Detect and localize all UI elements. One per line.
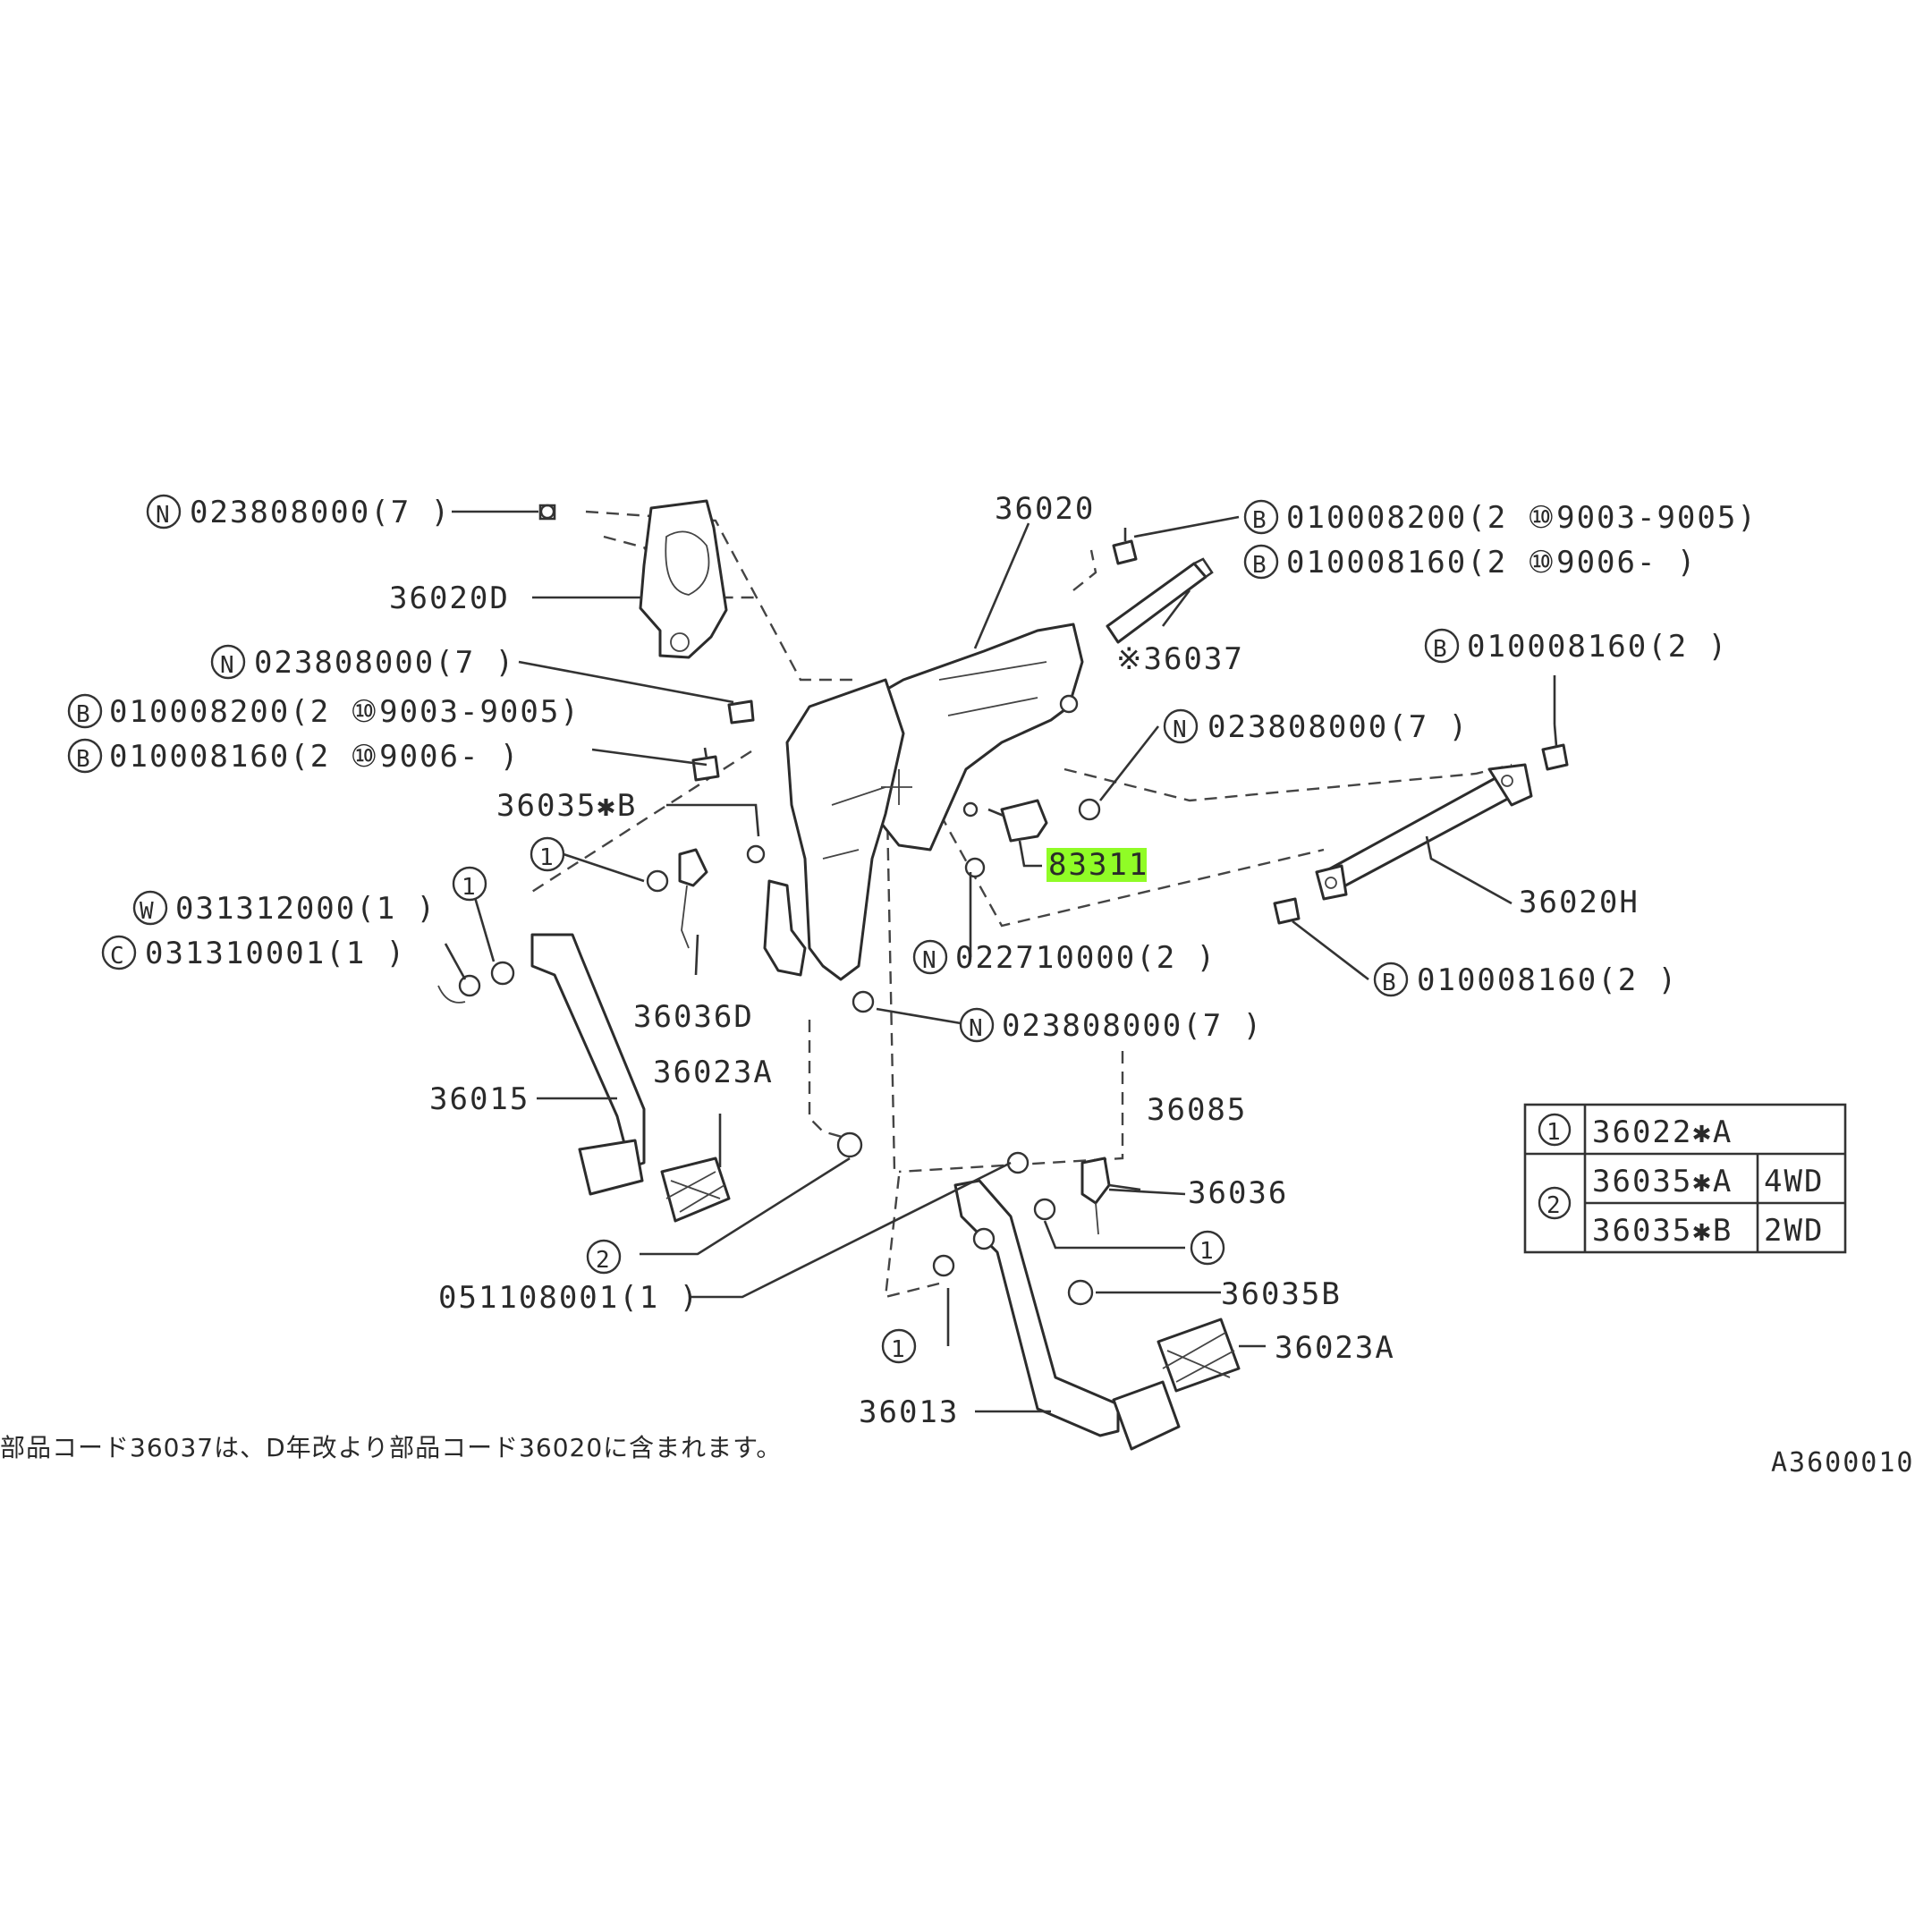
svg-text:010008160(2 ): 010008160(2 ) <box>1467 629 1728 665</box>
svg-text:N: N <box>220 652 236 679</box>
svg-text:N: N <box>1173 716 1189 743</box>
svg-text:1: 1 <box>1199 1238 1216 1265</box>
springs <box>678 848 1111 1235</box>
svg-text:031310001(1 ): 031310001(1 ) <box>145 936 406 971</box>
ref-1-b: 1 <box>452 866 487 902</box>
svg-text:B: B <box>1433 636 1449 663</box>
svg-text:031312000(1 ): 031312000(1 ) <box>175 891 436 927</box>
svg-text:83311: 83311 <box>1048 847 1148 883</box>
svg-text:1: 1 <box>1546 1119 1563 1146</box>
label-n-bottom: N 023808000(7 ) <box>959 1007 1263 1044</box>
svg-text:36022✱A: 36022✱A <box>1592 1114 1733 1150</box>
pedal-pad-36023a-right <box>1157 1318 1241 1393</box>
label-n-top: N 023808000(7 ) <box>146 494 451 530</box>
svg-text:2WD: 2WD <box>1764 1213 1824 1249</box>
label-b-low: B 010008160(2 ) <box>1373 962 1678 998</box>
svg-text:N: N <box>922 947 938 974</box>
bolts-and-nuts <box>437 528 1569 1306</box>
ref-2-a: 2 <box>586 1239 622 1275</box>
label-36020d: 36020D <box>389 580 510 616</box>
svg-text:2: 2 <box>596 1247 612 1274</box>
svg-text:010008160(2 ⑩9006- ): 010008160(2 ⑩9006- ) <box>109 739 520 775</box>
svg-text:1: 1 <box>539 844 555 871</box>
svg-text:023808000(7 ): 023808000(7 ) <box>1002 1008 1263 1044</box>
label-36023a-2: 36023A <box>1275 1330 1395 1366</box>
svg-text:010008200(2 ⑩9003-9005): 010008200(2 ⑩9003-9005) <box>1286 500 1758 536</box>
svg-text:B: B <box>1382 970 1398 996</box>
leader-lines <box>444 510 1556 1413</box>
label-b-top: B 010008200(2 ⑩9003-9005) B 010008160(2 … <box>1243 499 1758 580</box>
svg-text:C: C <box>110 943 126 970</box>
label-36037: ※36037 <box>1116 641 1244 677</box>
stay-36020h <box>1315 763 1533 901</box>
svg-text:023808000(7 ): 023808000(7 ) <box>1208 709 1469 745</box>
label-36023a-1: 36023A <box>653 1055 774 1090</box>
svg-text:010008200(2 ⑩9003-9005): 010008200(2 ⑩9003-9005) <box>109 694 580 730</box>
svg-text:B: B <box>76 701 92 728</box>
svg-text:023808000(7 ): 023808000(7 ) <box>254 645 515 681</box>
label-36013: 36013 <box>859 1394 959 1430</box>
label-051108001: 051108001(1 ) <box>438 1280 699 1316</box>
label-w: W 031312000(1 ) <box>132 890 436 927</box>
svg-text:1: 1 <box>891 1336 907 1363</box>
svg-text:36035✱B: 36035✱B <box>1592 1213 1733 1249</box>
legend-row-1: 1 36022✱A <box>1538 1113 1733 1150</box>
label-83311: 83311 <box>1046 847 1148 883</box>
rod-36037 <box>1106 557 1214 644</box>
legend-row-3: 36035✱B 2WD <box>1592 1213 1824 1249</box>
ref-1-a: 1 <box>530 836 565 872</box>
diagram-code: A3600010 <box>1771 1447 1915 1479</box>
ref-1-d: 1 <box>881 1328 917 1364</box>
svg-text:36035✱A: 36035✱A <box>1592 1164 1733 1199</box>
svg-text:023808000(7 ): 023808000(7 ) <box>190 495 451 530</box>
svg-text:022710000(2 ): 022710000(2 ) <box>955 940 1216 976</box>
label-36035b: 36035B <box>1221 1276 1342 1312</box>
svg-text:B: B <box>76 746 92 773</box>
label-b-right: B 010008160(2 ) <box>1424 628 1728 665</box>
svg-text:B: B <box>1252 507 1268 534</box>
label-36015: 36015 <box>429 1081 530 1117</box>
svg-text:1: 1 <box>462 874 478 901</box>
label-n-mid: N 023808000(7 ) <box>210 644 515 681</box>
svg-text:W: W <box>140 898 156 925</box>
label-36020h: 36020H <box>1519 885 1640 920</box>
svg-text:N: N <box>156 502 172 529</box>
svg-text:4WD: 4WD <box>1764 1164 1824 1199</box>
switch-83311 <box>987 799 1048 843</box>
brake-pedal-36013 <box>953 1179 1181 1451</box>
callout-labels: N 023808000(7 ) 36020D 36020 B 010008200… <box>67 491 1758 1430</box>
legend-table: 1 36022✱A 2 36035✱A 4WD 36035✱B 2WD <box>1523 1103 1847 1254</box>
label-n-right: N 023808000(7 ) <box>1163 708 1469 745</box>
label-36036: 36036 <box>1188 1175 1288 1211</box>
label-c: C 031310001(1 ) <box>101 935 406 971</box>
clutch-pedal-36015 <box>530 933 646 1196</box>
legend-row-2: 2 36035✱A 4WD <box>1538 1164 1824 1220</box>
footnote: 部品コード36037は、D年改より部品コード36020に含まれます。 <box>0 1433 782 1462</box>
pedal-bracket-36020 <box>763 623 1084 981</box>
label-b-left: B 010008200(2 ⑩9003-9005) B 010008160(2 … <box>67 693 580 775</box>
svg-text:010008160(2 ⑩9006- ): 010008160(2 ⑩9006- ) <box>1286 545 1697 580</box>
ref-1-c: 1 <box>1190 1230 1225 1266</box>
svg-text:N: N <box>969 1015 985 1042</box>
label-36035b-star: 36035✱B <box>496 788 637 824</box>
label-36036d: 36036D <box>633 999 754 1035</box>
label-36085: 36085 <box>1147 1092 1247 1128</box>
svg-text:010008160(2 ): 010008160(2 ) <box>1417 962 1678 998</box>
svg-text:2: 2 <box>1546 1192 1563 1219</box>
svg-text:B: B <box>1252 552 1268 579</box>
label-n-low: N 022710000(2 ) <box>912 939 1216 976</box>
pedal-pad-36023a-left <box>660 1157 731 1223</box>
bracket-36020d <box>538 499 728 659</box>
label-36020: 36020 <box>995 491 1095 527</box>
